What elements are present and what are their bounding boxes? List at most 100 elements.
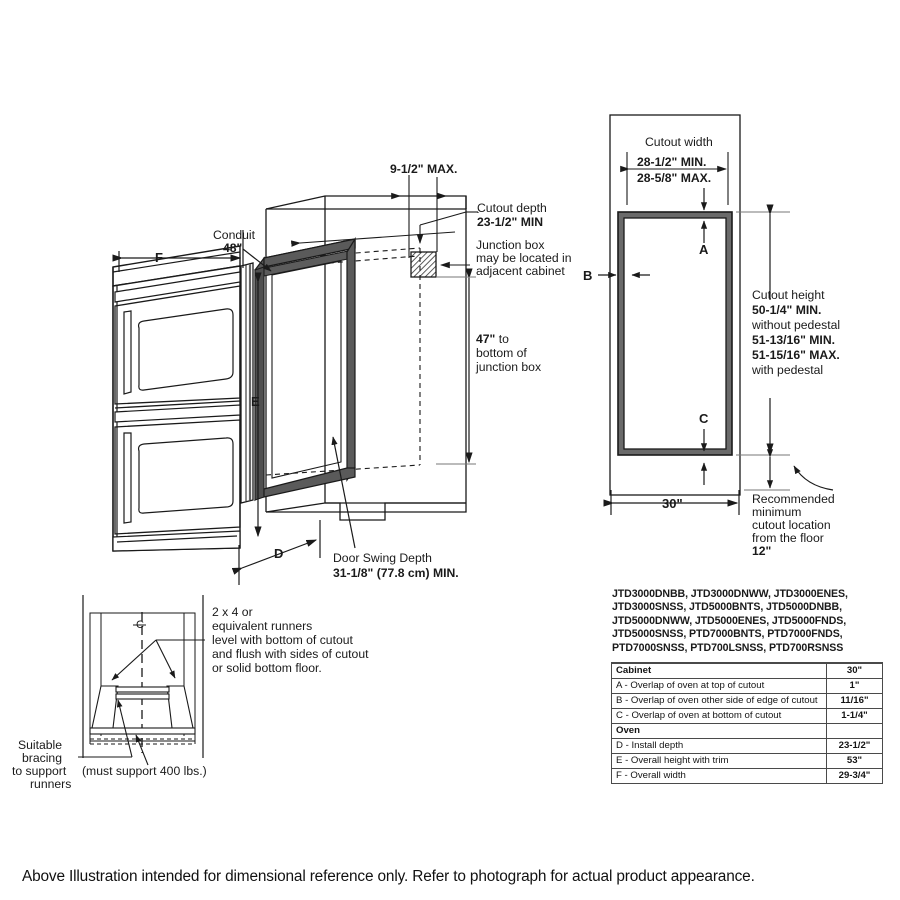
label-9half-max: 9-1/2" MAX. [390,162,457,176]
junction-note-line1: Junction box [476,238,544,252]
cutout-width-title: Cutout width [645,135,713,149]
spec-value: 30" [826,662,883,679]
spec-value: 29-3/4" [826,768,883,784]
spec-value: 23-1/2" [826,738,883,754]
oven-door-panel [240,262,254,504]
oven-door-frame [253,236,356,502]
footer-note: Above Illustration intended for dimensio… [22,868,755,885]
runner-note-line1: 2 x 4 or [212,605,253,619]
spec-value [826,723,883,739]
table-row: D - Install depth 23-1/2" [611,738,883,754]
cutout-front-view: Cutout width 28-1/2" MIN. 28-5/8" MAX. A… [583,114,840,558]
table-row: E - Overall height with trim 53" [611,753,883,769]
oven-perspective-drawing: 9-1/2" MAX. Cutout depth 23-1/2" MIN Jun… [112,162,572,585]
label-D: D [274,546,283,561]
cutout-height-ped-note: with pedestal [751,363,823,377]
door-swing-value: 31-1/8" (77.8 cm) MIN. [333,566,459,580]
bracing-leader [78,699,149,766]
junction-note-line2: may be located in [476,251,572,265]
floor-note-line2: minimum [752,505,801,519]
upper-door-window [137,308,234,391]
spec-label: C - Overlap of oven at bottom of cutout [611,708,827,724]
cutout-height-ped-max: 51-15/16" MAX. [752,348,840,362]
model-line: JTD3000DNBB, JTD3000DNWW, JTD3000ENES, [612,588,848,600]
floor-note-line1: Recommended [752,492,835,506]
model-number-list: JTD3000DNBB, JTD3000DNWW, JTD3000ENES, J… [612,588,892,655]
bracing-line4: runners [30,777,71,791]
label-cutout-depth: Cutout depth [477,201,547,215]
label-A: A [699,242,709,257]
cutout-height-ped-min: 51-13/16" MIN. [752,333,835,347]
dim-cutout-width [620,152,729,205]
table-row: F - Overall width 29-3/4" [611,768,883,784]
value-cutout-depth: 23-1/2" MIN [477,215,543,229]
table-row: Oven [611,723,883,739]
value-conduit: 48" [223,241,242,255]
spec-value: 11/16" [826,693,883,709]
conduit-leader [242,248,272,272]
bracing-line2: bracing [22,751,62,765]
door-swing-leader [331,436,356,549]
dim-47in-line1: 47" to [476,332,509,346]
upper-oven-door [114,285,241,405]
label-C: C [699,411,709,426]
upper-door-handle [123,310,132,395]
dim-D [231,520,321,585]
runner-note-leader [111,639,205,681]
label-F: F [155,250,163,265]
runner-note-line4: and flush with sides of cutout [212,647,369,661]
spec-label: D - Install depth [611,738,827,754]
label-E: E [251,394,260,409]
cabinet-box [265,195,467,521]
dim-F [112,230,244,272]
table-row: A - Overlap of oven at top of cutout 1" [611,678,883,694]
dim-30in [603,490,740,515]
junction-box [410,251,437,278]
label-conduit: Conduit [213,228,256,242]
runner-note-line3: level with bottom of cutout [212,633,354,647]
dim-9half-max [391,175,448,258]
spec-label: Oven [611,723,827,739]
dim-floor-clearance [744,449,834,491]
model-line: JTD5000SNSS, PTD7000BNTS, PTD7000FNDS, [612,628,843,641]
cabinet-width-value: 30" [662,496,683,511]
runner-note-line2: equivalent runners [212,619,312,633]
support-note: (must support 400 lbs.) [82,764,207,778]
floor-note-line3: cutout location [752,518,831,532]
table-row: C - Overlap of oven at bottom of cutout … [611,708,883,724]
bracing-line3: to support [12,764,67,778]
lower-door-handle [123,432,132,524]
floor-note-line4: from the floor [752,531,824,545]
cutout-height-min: 50-1/4" MIN. [752,303,821,317]
dim-47in-line3: junction box [475,360,541,374]
spec-label: B - Overlap of oven other side of edge o… [611,693,827,709]
model-line: JTD3000SNSS, JTD5000BNTS, JTD5000DNBB, [612,601,842,614]
dim-47in-line2: bottom of [476,346,527,360]
door-swing-title: Door Swing Depth [333,551,432,565]
spec-value: 1-1/4" [826,708,883,724]
spec-label: F - Overall width [611,768,827,784]
label-B: B [583,268,592,283]
spec-label: E - Overall height with trim [611,753,827,769]
cutout-width-min: 28-1/2" MIN. [637,155,706,169]
cutout-height-title: Cutout height [752,288,825,302]
dim-47in [436,268,476,465]
specification-table: Cabinet 30" A - Overlap of oven at top o… [611,662,883,784]
junction-note-line3: adjacent cabinet [476,264,565,278]
dim-cutout-depth [290,211,479,247]
bracing-line1: Suitable [18,738,62,752]
cutout-height-min-note: without pedestal [751,318,840,332]
bracing-board [89,727,196,735]
cutout-width-max: 28-5/8" MAX. [637,171,711,185]
spec-label: A - Overlap of oven at top of cutout [611,678,827,694]
lower-door-window [137,437,234,514]
model-line: PTD7000SNSS, PTD700LSNSS, PTD700RSNSS [612,641,844,654]
runner-note-line5: or solid bottom floor. [212,661,322,675]
table-row: B - Overlap of oven other side of edge o… [611,693,883,709]
spec-value: 1" [826,678,883,694]
model-line: JTD5000DNWW, JTD5000ENES, JTD5000FNDS, [612,614,847,627]
runner-boards [115,686,170,700]
spec-label: Cabinet [611,662,827,679]
